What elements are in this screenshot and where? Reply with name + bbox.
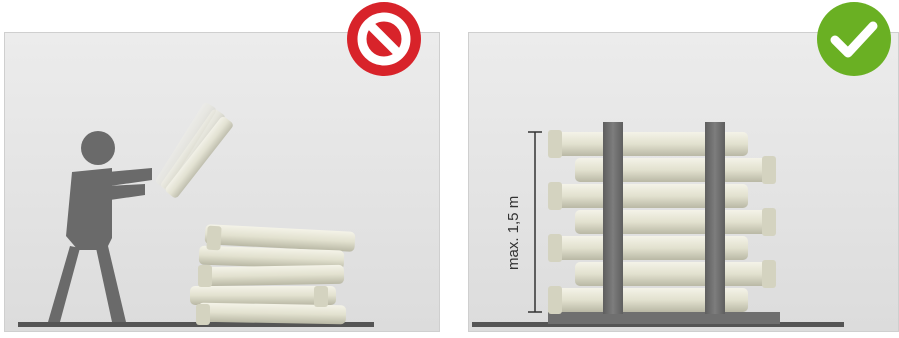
rack-post-right [705, 122, 725, 314]
rack-post-left [603, 122, 623, 314]
thrown-pipes [154, 101, 234, 199]
stacked-pipes [548, 130, 776, 314]
prohibited-icon [345, 0, 423, 78]
height-dimension-line [528, 132, 542, 312]
person-figure [48, 131, 152, 322]
messy-pipe-pile [190, 224, 355, 325]
height-limit-label: max. 1,5 m [505, 196, 522, 270]
rack-base [548, 312, 780, 324]
checkmark-icon [815, 0, 893, 78]
